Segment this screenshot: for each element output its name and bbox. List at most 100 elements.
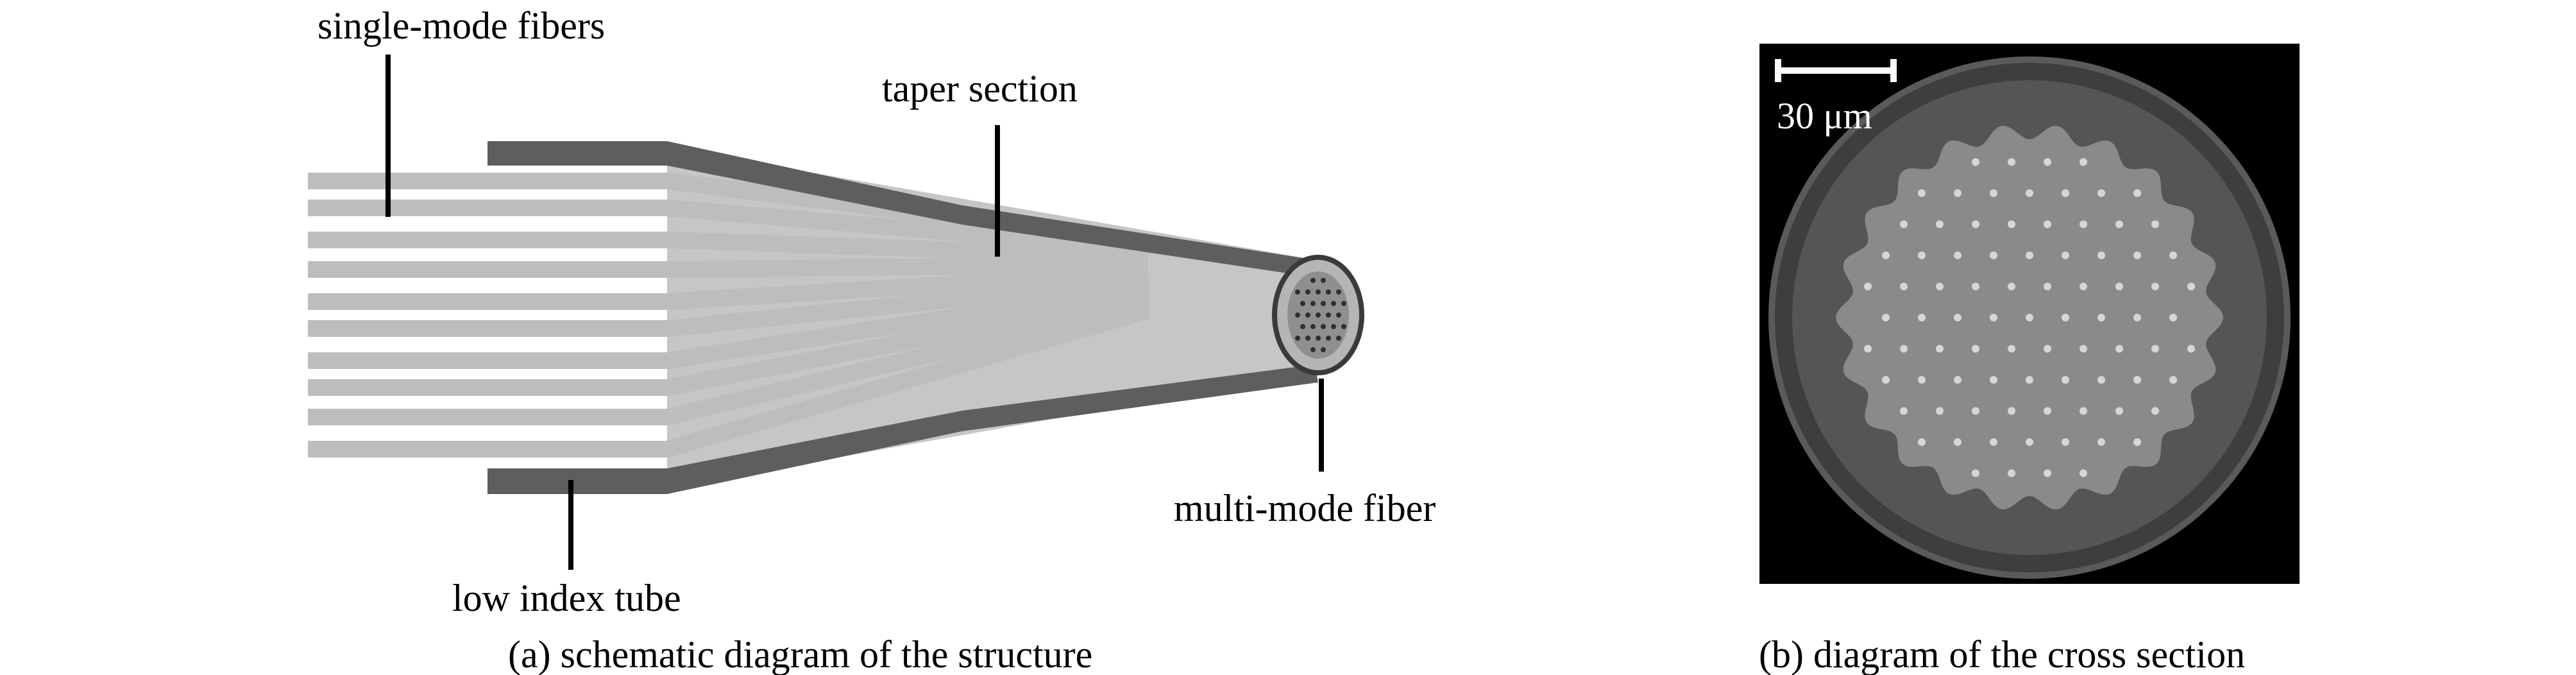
endface-core-dot bbox=[1300, 324, 1305, 329]
core-dot bbox=[2008, 407, 2015, 415]
core-dot bbox=[1990, 252, 1997, 259]
core-dot bbox=[1972, 469, 1979, 477]
caption-b: (b) diagram of the cross section bbox=[1759, 633, 2245, 675]
core-dot bbox=[2133, 189, 2141, 197]
core-dot bbox=[2080, 158, 2087, 166]
core-dot bbox=[2115, 282, 2123, 291]
fiber-strand bbox=[308, 264, 1149, 310]
core-dot bbox=[2080, 282, 2087, 291]
endface-core-dot bbox=[1295, 289, 1300, 295]
core-dot bbox=[2026, 438, 2033, 446]
core-dot bbox=[1864, 345, 1872, 353]
low-index-tube-top bbox=[487, 141, 1318, 278]
endface-core-dot bbox=[1310, 301, 1316, 306]
core-dot bbox=[2080, 469, 2087, 477]
core-dot bbox=[1972, 345, 1979, 353]
core-dot bbox=[1990, 376, 1997, 384]
core-dot bbox=[2115, 407, 2123, 415]
core-dot bbox=[2008, 220, 2015, 228]
endface-core-dot bbox=[1300, 301, 1305, 306]
endface-core-dot bbox=[1321, 347, 1326, 352]
scale-bar-label: 30 μm bbox=[1777, 95, 1872, 137]
panel-a-structure: single-mode fibers taper section multi-m… bbox=[308, 4, 1436, 675]
core-dot bbox=[1954, 376, 1962, 384]
core-dot bbox=[2080, 220, 2087, 228]
core-dot bbox=[2044, 469, 2051, 477]
core-dot bbox=[2097, 438, 2105, 446]
endface-core-dot bbox=[1310, 324, 1316, 329]
label-multi-mode-fiber: multi-mode fiber bbox=[1174, 487, 1436, 529]
core-dot bbox=[1900, 345, 1908, 353]
core-dot bbox=[2169, 314, 2177, 321]
endface-core-dot bbox=[1326, 336, 1331, 341]
fiber-strand bbox=[308, 295, 1151, 425]
core-dot bbox=[2044, 282, 2051, 291]
core-dot bbox=[2151, 407, 2159, 415]
endface-core-dot bbox=[1310, 278, 1316, 283]
core-dot bbox=[2133, 438, 2141, 446]
core-dot bbox=[2187, 282, 2195, 291]
fiber-strand bbox=[308, 302, 1151, 457]
endface-core-dot bbox=[1295, 312, 1300, 318]
fiber-strand bbox=[308, 232, 1149, 265]
label-taper-section: taper section bbox=[882, 67, 1078, 110]
core-dot bbox=[1990, 438, 1997, 446]
core-dot bbox=[1900, 407, 1908, 415]
core-dot bbox=[2008, 158, 2015, 166]
core-dot bbox=[2097, 189, 2105, 197]
caption-a: (a) schematic diagram of the structure bbox=[508, 633, 1092, 675]
core-dot bbox=[1954, 314, 1962, 321]
core-dot bbox=[1918, 252, 1926, 259]
core-dot bbox=[2133, 376, 2141, 384]
core-dot bbox=[1972, 407, 1979, 415]
label-low-index-tube: low index tube bbox=[452, 577, 681, 619]
endface-core-dot bbox=[1295, 336, 1300, 341]
core-dot bbox=[2151, 282, 2159, 291]
core-dot bbox=[2133, 252, 2141, 259]
fiber-strand bbox=[308, 200, 1149, 257]
endface-core-dot bbox=[1341, 324, 1346, 329]
endface-core-dot bbox=[1326, 289, 1331, 295]
low-index-tube-bottom bbox=[487, 364, 1318, 494]
core-dot bbox=[2062, 314, 2069, 321]
core-dot bbox=[2062, 189, 2069, 197]
core-dot bbox=[2026, 252, 2033, 259]
core-dot bbox=[2062, 376, 2069, 384]
endface-core-dot bbox=[1321, 324, 1326, 329]
core-dot bbox=[1864, 282, 1872, 291]
core-dot bbox=[1972, 220, 1979, 228]
core-dot bbox=[2169, 252, 2177, 259]
endface-core-dot bbox=[1310, 347, 1316, 352]
core-dot bbox=[1972, 282, 1979, 291]
core-dot bbox=[1936, 220, 1944, 228]
core-dot bbox=[1882, 376, 1890, 384]
core-dot bbox=[1882, 314, 1890, 321]
core-dot bbox=[1900, 282, 1908, 291]
core-dot bbox=[2044, 345, 2051, 353]
core-dot bbox=[2008, 345, 2015, 353]
fiber-strand bbox=[308, 279, 1149, 369]
single-mode-cores bbox=[1864, 158, 2195, 477]
core-dot bbox=[1936, 282, 1944, 291]
core-dot bbox=[1918, 314, 1926, 321]
core-dot bbox=[1882, 252, 1890, 259]
endface-core-dot bbox=[1321, 278, 1326, 283]
core-dot bbox=[1954, 252, 1962, 259]
core-dot bbox=[1936, 345, 1944, 353]
endface-core-dot bbox=[1305, 312, 1310, 318]
endface-core-dot bbox=[1331, 301, 1336, 306]
core-dot bbox=[2044, 407, 2051, 415]
core-dot bbox=[2062, 438, 2069, 446]
fiber-strand bbox=[308, 256, 1149, 278]
core-dot bbox=[2026, 376, 2033, 384]
endface-core-dot bbox=[1341, 301, 1346, 306]
endface-core-dot bbox=[1336, 336, 1341, 341]
endface-core-dot bbox=[1316, 289, 1321, 295]
core-dot bbox=[2187, 345, 2195, 353]
core-dot bbox=[2062, 252, 2069, 259]
endface-core-dot bbox=[1336, 289, 1341, 295]
core-dot bbox=[2044, 158, 2051, 166]
core-dot bbox=[2080, 345, 2087, 353]
core-dot bbox=[2080, 407, 2087, 415]
